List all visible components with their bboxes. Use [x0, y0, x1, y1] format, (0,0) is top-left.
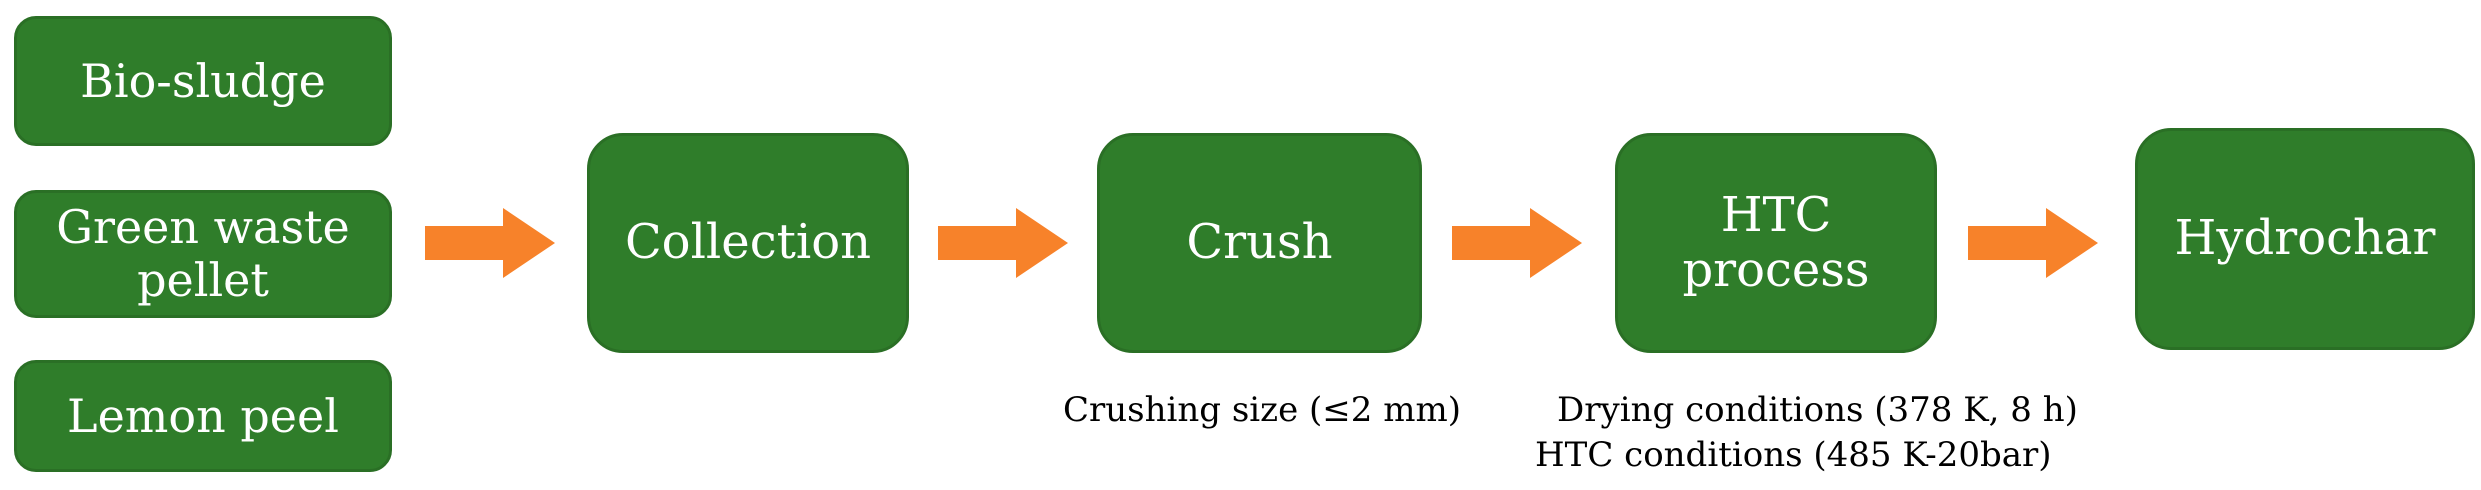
step-hydrochar: Hydrochar — [2135, 128, 2475, 350]
arrow-right-icon — [1452, 208, 1582, 278]
step-crush-label: Crush — [1186, 214, 1333, 271]
input-lemon-peel: Lemon peel — [14, 360, 392, 472]
step-htc-process: HTC process — [1615, 133, 1937, 353]
arrow-right-icon — [425, 208, 555, 278]
input-green-waste-pellet: Green waste pellet — [14, 190, 392, 318]
note-crushing-size: Crushing size (≤2 mm) — [1063, 390, 1461, 430]
step-hydrochar-label: Hydrochar — [2174, 210, 2436, 267]
step-collection-label: Collection — [624, 214, 872, 271]
step-crush: Crush — [1097, 133, 1422, 353]
step-collection: Collection — [587, 133, 909, 353]
note-htc-conditions: HTC conditions (485 K-20bar) — [1535, 435, 2052, 475]
input-bio-sludge: Bio-sludge — [14, 16, 392, 146]
arrow-right-icon — [1968, 208, 2098, 278]
input-bio-sludge-label: Bio-sludge — [80, 53, 326, 108]
arrow-right-icon — [938, 208, 1068, 278]
note-drying-conditions: Drying conditions (378 K, 8 h) — [1557, 390, 2078, 430]
input-lemon-peel-label: Lemon peel — [67, 388, 339, 443]
input-green-waste-pellet-label: Green waste pellet — [56, 200, 350, 307]
step-htc-process-label: HTC process — [1682, 186, 1870, 298]
